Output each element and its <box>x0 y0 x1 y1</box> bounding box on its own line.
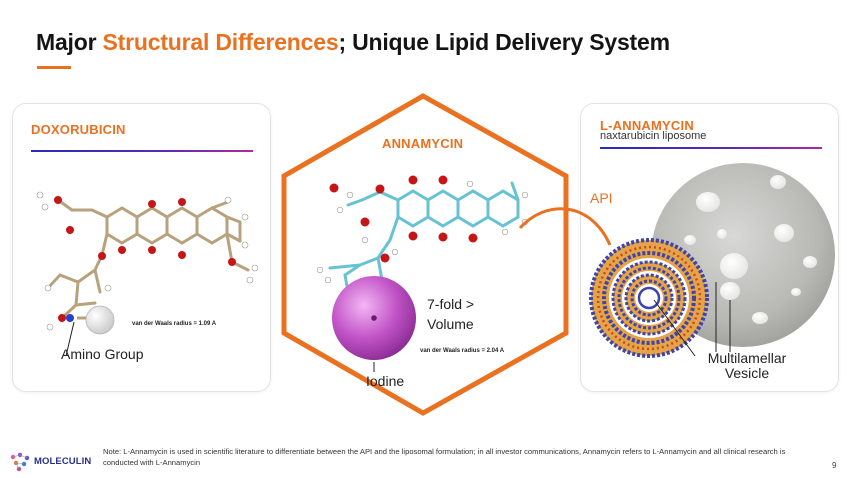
amino-group-label: Amino Group <box>61 346 144 362</box>
footnote: Note: L-Annamycin is used in scientific … <box>103 447 786 467</box>
vesicle-label-line2: Vesicle <box>724 365 770 381</box>
l-annamycin-subheading: naxtarubicin liposome <box>600 130 707 142</box>
title-underline <box>37 66 71 69</box>
iodine-center <box>371 315 377 321</box>
annamycin-hexagon <box>281 93 569 416</box>
doxorubicin-heading: DOXORUBICIN <box>31 122 126 137</box>
title-suffix: ; Unique Lipid Delivery System <box>338 29 670 55</box>
volume-label-line2: Volume <box>427 316 474 332</box>
annamycin-heading: ANNAMYCIN <box>382 136 464 151</box>
vesicle-leader-1 <box>653 299 696 357</box>
moleculin-logo-text: MOLECULIN <box>34 456 92 467</box>
title-accent: Structural Differences <box>102 29 339 55</box>
l-annamycin-rule <box>600 147 822 149</box>
page-number: 9 <box>832 461 837 470</box>
annamycin-radius-label: van der Waals radius = 2.04 A <box>420 348 505 354</box>
l-annamycin-heading: L-ANNAMYCIN <box>600 118 694 133</box>
doxorubicin-rule <box>31 150 253 152</box>
api-label: API <box>590 190 613 206</box>
title-prefix: Major <box>36 29 103 55</box>
amino-group-leader <box>65 321 75 357</box>
moleculin-logo-icon <box>10 452 30 472</box>
page-title: Major Structural Differences; Unique Lip… <box>36 29 670 56</box>
liposome-diagram <box>589 238 709 358</box>
iodine-label: Iodine <box>366 373 405 389</box>
doxorubicin-atoms <box>36 191 259 335</box>
doxorubicin-radius-label: van der Waals radius = 1.09 A <box>132 321 217 327</box>
doxorubicin-molecule <box>46 198 250 320</box>
annamycin-molecule <box>328 181 520 294</box>
api-connector <box>518 207 612 246</box>
moleculin-logo: MOLECULIN <box>9 452 92 472</box>
volume-label-line1: 7-fold > <box>427 296 475 312</box>
vesicle-label-line1: Multilamellar <box>707 350 787 366</box>
